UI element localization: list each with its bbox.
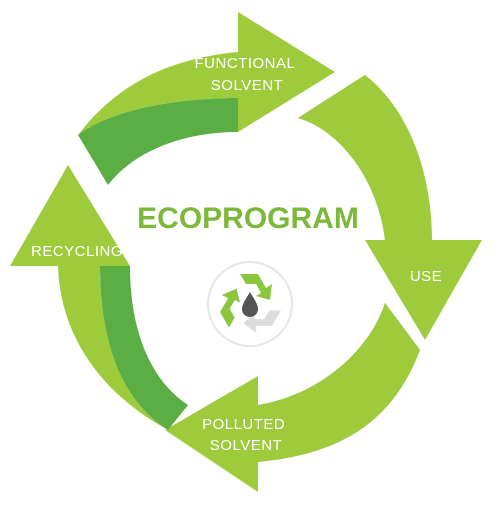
arrow-recycling-inner — [100, 266, 188, 430]
polluted-solvent-line-1: POLLUTED — [202, 416, 285, 433]
polluted-solvent-label: POLLUTED SOLVENT — [202, 416, 290, 454]
arrow-use-body — [298, 75, 482, 340]
arrow-functional-solvent-inner — [78, 98, 238, 185]
arrow-recycling-body — [10, 165, 168, 430]
polluted-solvent-line-2: SOLVENT — [210, 437, 282, 454]
recycling-line-1: RECYCLING — [31, 243, 123, 260]
functional-solvent-line-1: FUNCTIONAL — [195, 55, 295, 72]
arrow-functional-solvent-body — [78, 12, 335, 135]
recycle-segment-left — [220, 288, 241, 328]
diagram-title: ECOPROGRAM — [137, 202, 359, 235]
use-label: USE — [410, 268, 442, 285]
recycling-label: RECYCLING — [31, 243, 123, 260]
use-line-1: USE — [410, 268, 442, 285]
recycle-icon — [207, 261, 293, 347]
arrow-polluted-solvent-body — [165, 303, 420, 492]
recycle-segment-top — [240, 274, 272, 300]
arrow-use: USE — [298, 75, 482, 340]
arrow-polluted-solvent: POLLUTED SOLVENT — [165, 303, 420, 492]
oil-drop-icon — [242, 292, 258, 317]
functional-solvent-line-2: SOLVENT — [211, 77, 283, 94]
arrow-functional-solvent: FUNCTIONAL SOLVENT — [78, 12, 335, 185]
arrow-recycling: RECYCLING — [10, 165, 188, 430]
functional-solvent-label: FUNCTIONAL SOLVENT — [195, 55, 300, 94]
